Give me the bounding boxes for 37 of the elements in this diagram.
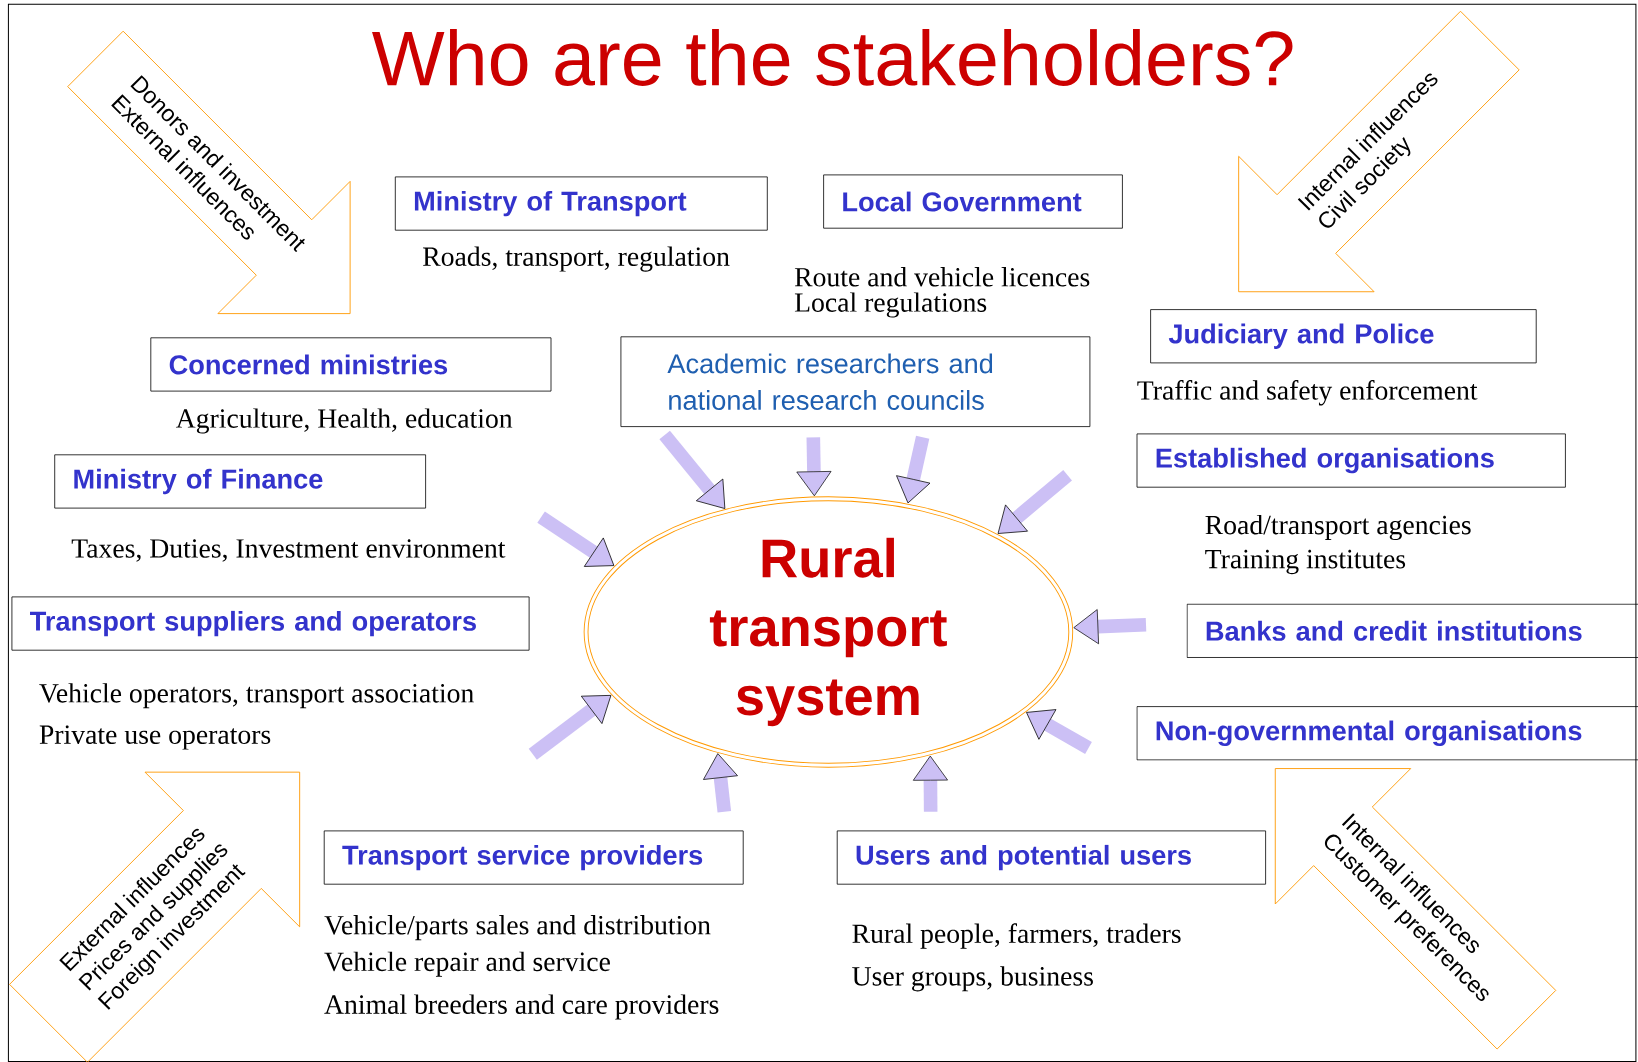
- stakeholder-box: Local Government: [823, 174, 1123, 229]
- stakeholder-box: Concerned ministries: [150, 337, 552, 392]
- stakeholder-box: Established organisations: [1136, 433, 1566, 488]
- description-text: Vehicle repair and service: [324, 951, 610, 977]
- description-text: Local regulations: [794, 292, 987, 318]
- description-text: User groups, business: [852, 966, 1093, 992]
- stakeholder-box: Transport suppliers and operators: [11, 596, 530, 651]
- description-text: Taxes, Duties, Investment environment: [71, 539, 506, 562]
- arrow: [528, 695, 612, 760]
- arrow: [537, 511, 615, 567]
- stakeholder-box: Users and potential users: [836, 830, 1266, 885]
- stakeholder-box: Judiciary and Police: [1150, 309, 1537, 364]
- stakeholder-box: Ministry of Finance: [54, 454, 426, 509]
- stakeholder-box: Transport service providers: [323, 830, 744, 885]
- arrow: [659, 430, 726, 509]
- description-text: Route and vehicle licences: [794, 267, 1090, 287]
- description-text: Vehicle/parts sales and distribution: [324, 915, 711, 941]
- arrow: [1026, 709, 1092, 754]
- stakeholder-box: Banks and credit institutions: [1186, 603, 1638, 658]
- arrow: [896, 435, 931, 504]
- arrow: [796, 437, 832, 497]
- description-text: Roads, transport, regulation: [423, 246, 730, 272]
- description-text: Private use operators: [39, 725, 271, 750]
- arrow: [1073, 609, 1147, 645]
- description-text: Animal breeders and care providers: [324, 994, 719, 1020]
- description-text: Rural people, farmers, traders: [852, 923, 1181, 949]
- description-text: Vehicle operators, transport association: [39, 683, 474, 709]
- stakeholder-box: Ministry of Transport: [394, 176, 768, 231]
- arrow: [703, 753, 738, 813]
- description-text: Agriculture, Health, education: [176, 408, 513, 434]
- description-text: Road/transport agencies: [1205, 514, 1471, 541]
- arrow: [997, 470, 1072, 534]
- stakeholder-box: Non-governmental organisations: [1136, 706, 1638, 761]
- description-text: Traffic and safety enforcement: [1137, 380, 1478, 406]
- arrow: [912, 755, 948, 812]
- description-text: Training institutes: [1205, 549, 1406, 575]
- stakeholder-box: Academic researchers and national research councils: [620, 336, 1091, 427]
